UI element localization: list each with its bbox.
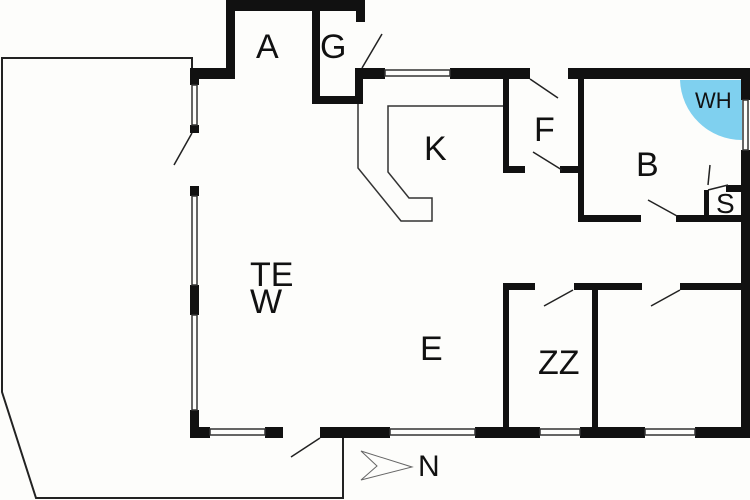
room-label-f: F: [534, 111, 555, 149]
room-label-zz: ZZ: [538, 344, 580, 382]
room-label-a: A: [256, 28, 279, 66]
room-label-w: W: [250, 283, 283, 321]
walls: [190, 0, 750, 438]
room-label-g: G: [320, 28, 347, 66]
water-heater-area: [680, 80, 742, 140]
kitchen-counter: [357, 104, 503, 222]
compass-arrow-icon: [360, 450, 414, 481]
room-label-e: E: [420, 330, 443, 368]
doors: [173, 33, 729, 458]
terrace-outline: [1, 57, 344, 499]
room-label-b: B: [636, 146, 659, 184]
room-label-wh: WH: [695, 88, 732, 113]
compass-north-label: N: [418, 450, 440, 483]
windows: [191, 69, 749, 436]
room-label-s: S: [716, 188, 735, 219]
room-label-k: K: [424, 130, 447, 168]
room-label-te: TE: [250, 256, 294, 294]
